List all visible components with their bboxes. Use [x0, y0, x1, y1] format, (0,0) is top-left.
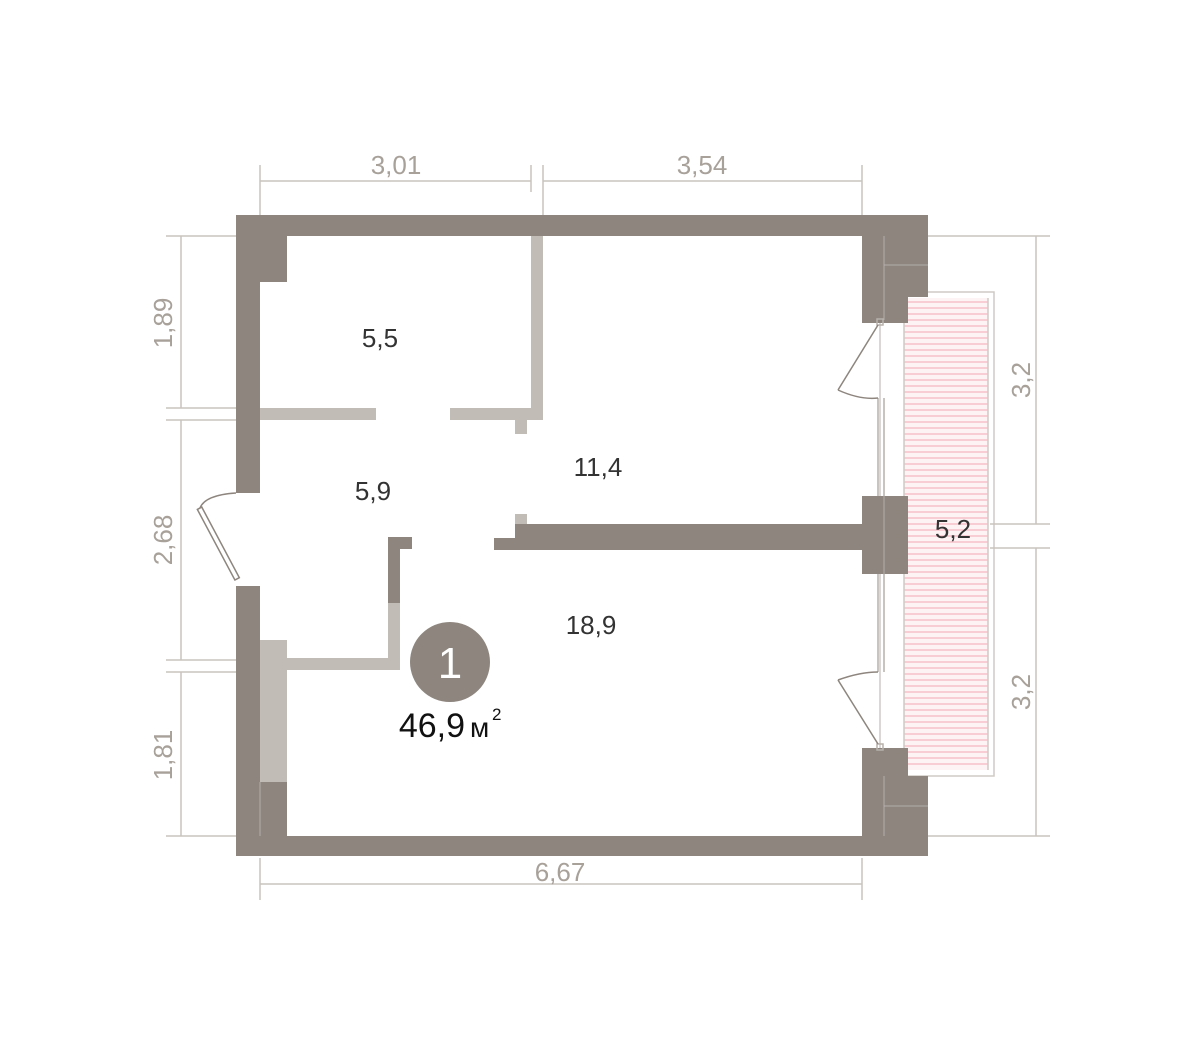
dimension-left-top: 1,89 [148, 298, 178, 349]
room-area-hallway: 5,9 [355, 476, 391, 506]
partition-walls [260, 236, 543, 836]
pier-details [259, 236, 928, 836]
room-area-bathroom: 5,5 [362, 323, 398, 353]
room-area-balcony: 5,2 [935, 514, 971, 544]
unit-number: 1 [438, 639, 462, 688]
exterior-walls [236, 215, 928, 856]
total-area-unit-power: 2 [492, 705, 501, 724]
unit-badge-circle [410, 622, 490, 702]
balcony-hatching [904, 301, 988, 765]
balcony [879, 291, 995, 777]
dimension-top-left: 3,01 [371, 150, 422, 180]
dimension-bottom: 6,67 [535, 857, 586, 887]
dimension-left-bottom: 1,81 [148, 730, 178, 781]
dimension-left-middle: 2,68 [148, 515, 178, 566]
dimension-top-right: 3,54 [677, 150, 728, 180]
room-area-kitchen: 11,4 [574, 452, 623, 482]
door-swings [196, 324, 879, 745]
window-frames [876, 318, 885, 751]
total-area-value: 46,9 [399, 707, 465, 745]
dimension-right-top: 3,2 [1006, 362, 1036, 398]
total-area-unit: м [470, 712, 489, 743]
total-area: 46,9 м 2 [399, 705, 502, 745]
unit-badge: 1 [410, 622, 490, 702]
room-area-living: 18,9 [566, 610, 617, 640]
dimension-lines [166, 165, 1050, 900]
dimension-right-bottom: 3,2 [1006, 674, 1036, 710]
